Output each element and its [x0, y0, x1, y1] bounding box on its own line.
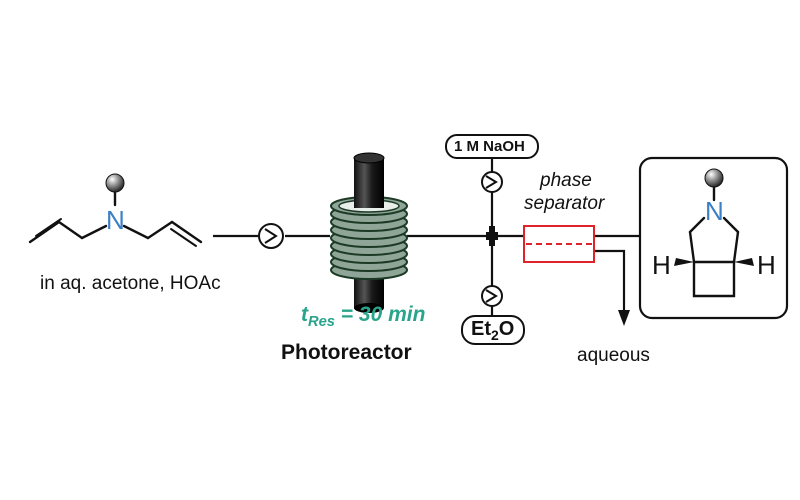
pump-icon: [481, 285, 503, 307]
hydrogen-atom-right: H: [757, 250, 776, 280]
flow-line-main: [213, 158, 640, 316]
pump-icon: [258, 223, 284, 249]
hydrogen-atom-left: H: [652, 250, 671, 280]
phase-separator-label-line2: separator: [524, 193, 605, 214]
photoreactor-label: Photoreactor: [281, 341, 412, 364]
product-structure: [688, 184, 740, 298]
product-box: [638, 156, 789, 320]
wedge-bond-right: [734, 258, 754, 266]
naoh-box: [445, 134, 539, 159]
nitrogen-atom-product: N: [705, 196, 724, 226]
et2o-box: [461, 315, 525, 345]
starting-conditions-label: in aq. acetone, HOAc: [40, 273, 221, 294]
wedge-bond-left: [674, 258, 694, 266]
aqueous-arrowhead: [618, 310, 630, 326]
starting-material-structure: [28, 187, 203, 247]
et2o-label: Et2O: [471, 318, 515, 343]
coil-reactor-icon: [330, 152, 408, 313]
naoh-label: 1 M NaOH: [454, 138, 525, 155]
residence-time-label: tRes = 30 min: [301, 303, 426, 331]
aqueous-label: aqueous: [577, 345, 650, 366]
solid-support-sphere-icon: [704, 168, 724, 188]
t-mixer-icon: [486, 226, 498, 246]
solid-support-sphere-icon: [105, 173, 125, 193]
phase-separator-icon: [523, 225, 595, 263]
pump-icon: [481, 171, 503, 193]
phase-separator-label-line1: phase: [540, 170, 592, 191]
nitrogen-atom-start: N: [106, 205, 125, 235]
